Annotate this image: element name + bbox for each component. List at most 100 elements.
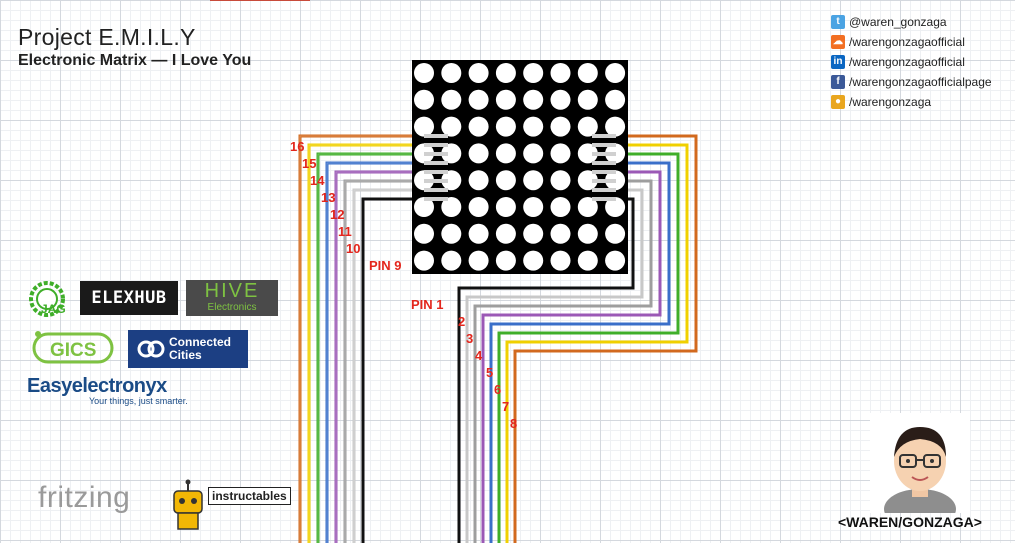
pin-label: 11: [338, 224, 352, 239]
social-row-linkedin[interactable]: in/warengonzagaofficial: [831, 52, 992, 72]
right-wire: [489, 161, 671, 543]
led-dot: [605, 63, 626, 83]
right-wire: [465, 188, 644, 543]
led-dot: [577, 250, 598, 271]
left-wire-highlight: [308, 144, 436, 543]
top-accent-bar: [0, 0, 1015, 4]
led-dot: [414, 63, 434, 83]
pin-label: PIN 9: [369, 258, 402, 273]
social-row-twitter[interactable]: t@waren_gonzaga: [831, 12, 992, 32]
right-wire: [473, 179, 653, 543]
led-dot: [495, 116, 516, 137]
left-wire-highlight: [317, 153, 436, 543]
social-row-instructables[interactable]: ● /warengonzaga: [831, 92, 992, 112]
led-dot: [550, 223, 571, 244]
led-dot: [495, 250, 516, 271]
led-dot: [414, 197, 434, 217]
led-dot: [495, 143, 516, 164]
led-dot: [605, 89, 626, 110]
pin-stub: [592, 143, 616, 147]
led-dot: [441, 197, 462, 217]
led-dot: [523, 89, 544, 110]
pin-label: PIN 1: [411, 297, 444, 312]
pin-label: 5: [486, 365, 493, 380]
led-dot: [414, 250, 434, 271]
right-wire: [497, 152, 680, 543]
left-wire-group: [298, 134, 436, 543]
led-dot: [550, 89, 571, 110]
cc-text-1: Connected: [169, 335, 232, 349]
pin-stub: [592, 170, 616, 174]
left-wire-highlight: [335, 171, 436, 543]
left-wire-highlight: [326, 162, 436, 543]
social-text: /warengonzaga: [849, 95, 932, 109]
avatar: [870, 413, 970, 529]
social-row-facebook[interactable]: f/warengonzagaofficialpage: [831, 72, 992, 92]
pin-stub: [592, 161, 616, 165]
led-dot: [468, 223, 489, 244]
pin-label: 13: [321, 190, 335, 205]
pin-stubs: [424, 134, 616, 201]
linkedin-icon: in: [831, 55, 845, 69]
link-icon: [137, 340, 165, 358]
led-dot: [468, 116, 489, 137]
hive-electronics-logo: HIVE Electronics: [186, 280, 278, 316]
led-dot: [468, 143, 489, 164]
right-wire-group: [457, 134, 698, 543]
left-wire: [316, 152, 436, 543]
led-dot: [523, 250, 544, 271]
left-wire-highlight: [344, 180, 436, 543]
jag-logo: JAG: [27, 279, 75, 319]
hive-subtext: Electronics: [207, 302, 257, 313]
led-dot: [523, 170, 544, 191]
social-text: /warengonzagaofficial: [849, 55, 965, 69]
pin-stub: [424, 179, 448, 183]
social-row-soundcloud[interactable]: ☁/warengonzagaofficial: [831, 32, 992, 52]
pin-label: 8: [510, 416, 517, 431]
pin-label: 4: [475, 348, 483, 363]
led-dot: [495, 63, 516, 83]
led-dot: [414, 116, 434, 137]
left-wire-highlight: [353, 189, 436, 543]
led-dot: [577, 170, 598, 191]
left-wire: [361, 197, 436, 543]
left-wire: [325, 161, 436, 543]
pin-label: 12: [330, 207, 344, 222]
jag-text: JAG: [41, 302, 66, 316]
led-matrix: [412, 60, 628, 274]
pin-stub: [424, 188, 448, 192]
pin-label: 2: [458, 314, 465, 329]
led-dot: [441, 170, 462, 191]
hive-text: HIVE: [204, 280, 260, 302]
soundcloud-icon: ☁: [831, 35, 845, 49]
instructables-icon: ●: [831, 95, 845, 109]
pin-stub: [424, 152, 448, 156]
led-dot: [577, 116, 598, 137]
pin-label: 6: [494, 382, 501, 397]
led-dot: [495, 89, 516, 110]
led-dot: [523, 197, 544, 217]
led-dot: [468, 89, 489, 110]
led-dot: [441, 63, 462, 83]
led-dot: [577, 63, 598, 83]
led-dot: [550, 170, 571, 191]
led-dot: [441, 143, 462, 164]
pin-stub: [592, 179, 616, 183]
led-dot: [523, 223, 544, 244]
led-dot: [577, 89, 598, 110]
led-dot: [414, 223, 434, 244]
left-wire: [334, 170, 436, 543]
led-dot: [441, 223, 462, 244]
pin-stub: [592, 188, 616, 192]
social-text: @waren_gonzaga: [849, 15, 947, 29]
fritzing-logo: fritzing: [38, 481, 131, 514]
led-dot: [468, 250, 489, 271]
easyelectronyx-text: Easyelectronyx: [27, 375, 167, 397]
pin-stub: [424, 170, 448, 174]
page-title: Project E.M.I.L.Y: [18, 24, 196, 50]
pin-label: 7: [502, 399, 509, 414]
pin-stub: [592, 197, 616, 201]
social-links: t@waren_gonzaga ☁/warengonzagaofficial i…: [831, 12, 992, 112]
